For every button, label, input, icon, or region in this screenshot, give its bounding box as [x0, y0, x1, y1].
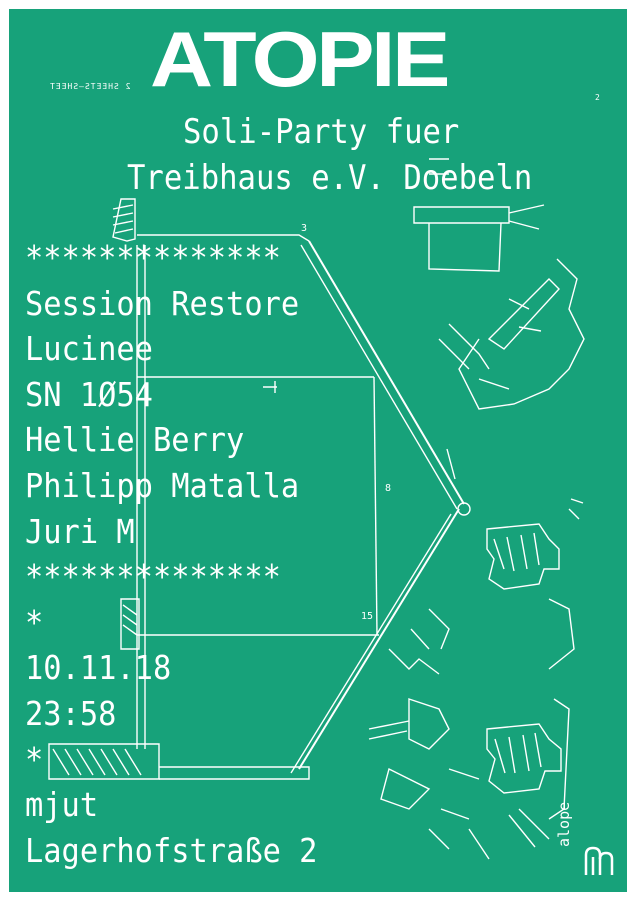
detail-upper-right	[413, 158, 585, 410]
svg-text:8: 8	[385, 483, 391, 494]
lineup-separator: **************	[25, 557, 281, 597]
lineup-artist: Session Restore	[25, 283, 300, 323]
subtitle-line-2: Treibhaus e.V. Doebeln	[127, 158, 533, 198]
detail-profile-lower	[486, 698, 570, 848]
lineup-artist: Philipp Matalla	[25, 465, 300, 505]
event-title: ATOPIE	[150, 15, 450, 103]
detail-brackets	[368, 608, 490, 860]
hatched-wall-top	[112, 198, 136, 242]
lineup-marker: *	[25, 739, 44, 779]
venue-name: mjut	[25, 785, 99, 825]
svg-text:3: 3	[301, 223, 307, 234]
lineup-artist: SN 1Ø54	[25, 374, 153, 414]
lineup-artist: Lucinee	[25, 329, 153, 369]
lineup-marker: *	[25, 602, 44, 642]
atopie-logo-text: alope	[555, 801, 573, 847]
hatched-wall-bottom	[48, 598, 160, 780]
lineup-separator: **************	[25, 238, 281, 277]
subtitle-line-1: Soli-Party fuer	[183, 112, 460, 152]
technical-drawing-background: 3 8 15	[48, 158, 585, 860]
lineup-artist: Hellie Berry	[25, 420, 245, 460]
mjut-logo-icon	[584, 846, 614, 875]
lineup-artist: Juri M	[25, 511, 135, 551]
sheet-number: 2	[595, 93, 600, 102]
venue-address: Lagerhofstraße 2	[25, 830, 318, 870]
poster: 3 8 15	[9, 9, 627, 892]
event-time: 23:58	[25, 693, 117, 733]
svg-text:15: 15	[361, 611, 373, 622]
detail-profile-upper	[486, 498, 584, 670]
event-date: 10.11.18	[25, 648, 172, 688]
lineup-list: ************** Session Restore Lucinee S…	[25, 235, 317, 873]
sheet-label: 2 SHEETS—SHEET	[49, 82, 131, 91]
